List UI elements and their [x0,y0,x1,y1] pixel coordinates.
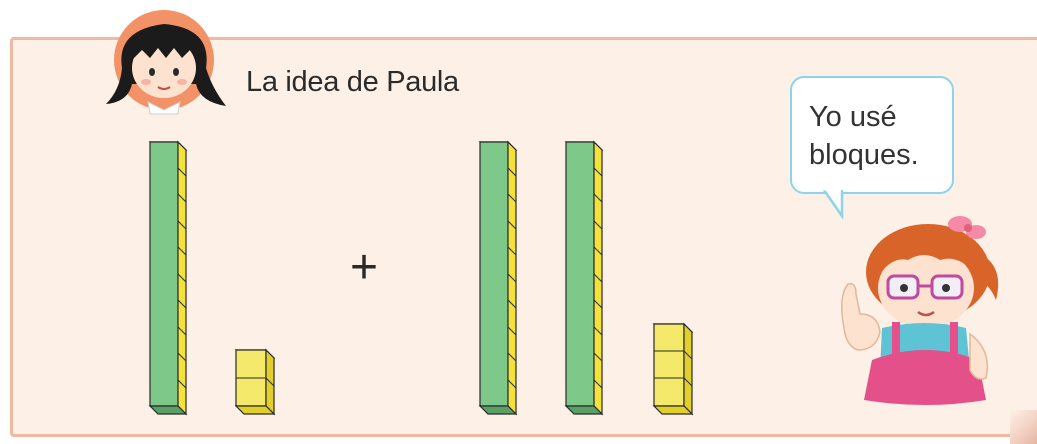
girl-avatar-icon [106,10,226,115]
blocks-addend-1-unit-cubes [234,348,276,416]
speech-bubble-tail [822,190,844,220]
blocks-addend-2-unit-cubes [652,322,694,416]
blocks-addend-2-ten-rod-1 [478,140,518,416]
speech-line-1: Yo usé [809,101,897,133]
page-curl [1010,410,1037,444]
speech-line-2: bloques. [809,139,919,171]
girl-with-glasses-icon [841,216,999,405]
blocks-addend-1-ten-rod [148,140,188,416]
section-title: La idea de Paula [246,66,459,98]
plus-sign: + [350,241,379,294]
blocks-addend-2-ten-rod-2 [564,140,604,416]
speech-bubble: Yo usé bloques. [790,76,954,194]
